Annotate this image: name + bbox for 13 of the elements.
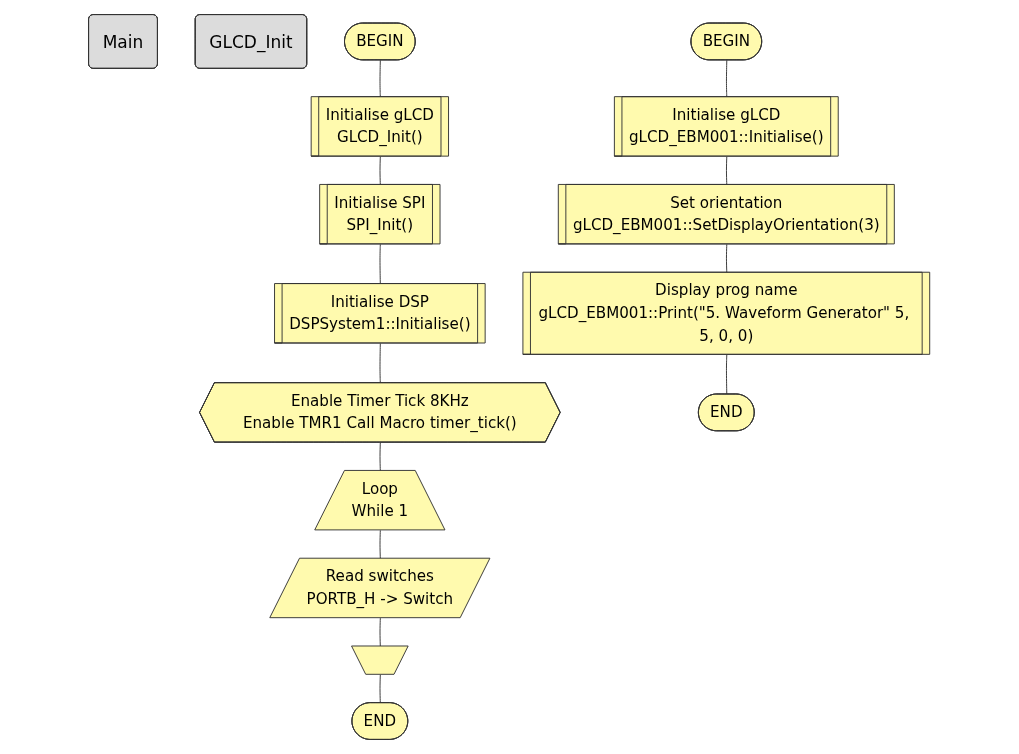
connector: [726, 354, 728, 395]
connector: [379, 59, 382, 98]
connector: [379, 674, 382, 704]
connector: [379, 529, 382, 560]
connector: [379, 343, 382, 384]
connector: [379, 156, 382, 186]
node-trapezoid: [351, 645, 409, 675]
connector: [379, 243, 382, 285]
connector: [726, 156, 728, 186]
connector: [379, 617, 382, 647]
connector: [726, 59, 728, 98]
connector: [379, 442, 382, 472]
connector: [726, 243, 728, 274]
